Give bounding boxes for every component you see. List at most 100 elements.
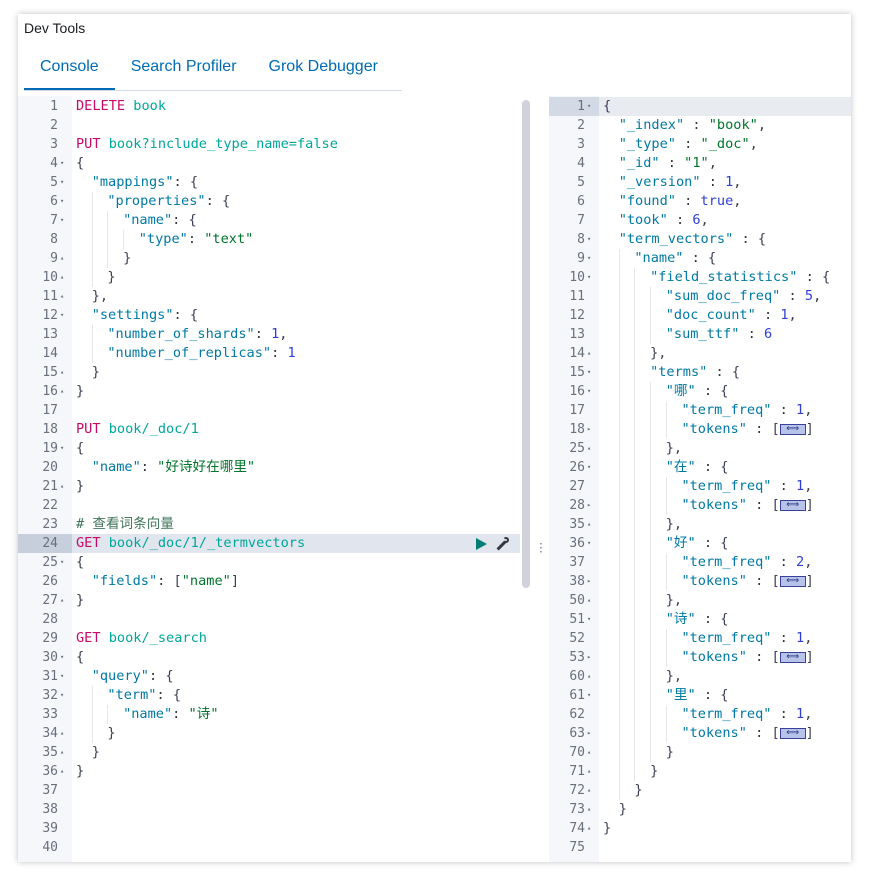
code-line[interactable]: 13"number_of_shards": 1, [18, 325, 520, 344]
code-line[interactable]: 2 [18, 116, 520, 135]
code-line[interactable]: 36▾"好" : { [549, 534, 851, 553]
code-line[interactable]: 37"term_freq" : 2, [549, 553, 851, 572]
code-line[interactable]: 35▴}, [549, 515, 851, 534]
collapsed-ellipsis-icon[interactable]: ⟺ [779, 576, 806, 587]
code-line[interactable]: 12"doc_count" : 1, [549, 306, 851, 325]
code-line[interactable]: 20"name": "好诗好在哪里" [18, 458, 520, 477]
code-line[interactable]: 34▴} [18, 724, 520, 743]
code-line[interactable]: 17"term_freq" : 1, [549, 401, 851, 420]
fold-toggle-icon[interactable]: ▾ [60, 653, 65, 661]
code-line[interactable]: 2"_index" : "book", [549, 116, 851, 135]
code-line[interactable]: 1▾{ [549, 97, 851, 116]
collapsed-ellipsis-icon[interactable]: ⟺ [779, 500, 806, 511]
code-line[interactable]: 18▸"tokens" : [⟺] [549, 420, 851, 439]
play-icon[interactable] [476, 537, 487, 550]
fold-toggle-icon[interactable]: ▾ [60, 444, 65, 452]
code-line[interactable]: 9▴} [18, 249, 520, 268]
fold-toggle-icon[interactable]: ▾ [587, 102, 592, 110]
code-line[interactable]: 70▴} [549, 743, 851, 762]
fold-toggle-icon[interactable]: ▴ [587, 349, 592, 357]
code-line[interactable]: 11"sum_doc_freq" : 5, [549, 287, 851, 306]
code-line[interactable]: 23# 查看词条向量 [18, 515, 520, 534]
code-line[interactable]: 10▾"field_statistics" : { [549, 268, 851, 287]
fold-toggle-icon[interactable]: ▾ [587, 273, 592, 281]
code-line[interactable]: 26▾"在" : { [549, 458, 851, 477]
code-line[interactable]: 14▴}, [549, 344, 851, 363]
fold-toggle-icon[interactable]: ▴ [60, 767, 65, 775]
code-line[interactable]: 5▾"mappings": { [18, 173, 520, 192]
code-line[interactable]: 72▴} [549, 781, 851, 800]
fold-toggle-icon[interactable]: ▴ [587, 672, 592, 680]
fold-toggle-icon[interactable]: ▴ [587, 805, 592, 813]
collapsed-ellipsis-icon[interactable]: ⟺ [779, 424, 806, 435]
fold-expand-icon[interactable]: ▸ [587, 653, 592, 661]
request-scrollbar-thumb[interactable] [522, 100, 530, 588]
fold-toggle-icon[interactable]: ▾ [60, 178, 65, 186]
code-line[interactable]: 21▴} [18, 477, 520, 496]
fold-toggle-icon[interactable]: ▾ [60, 159, 65, 167]
code-line[interactable]: 22 [18, 496, 520, 515]
code-line[interactable]: 51▾"诗" : { [549, 610, 851, 629]
fold-toggle-icon[interactable]: ▴ [60, 729, 65, 737]
code-line[interactable]: 4"_id" : "1", [549, 154, 851, 173]
fold-toggle-icon[interactable]: ▴ [587, 767, 592, 775]
code-line[interactable]: 9▾"name" : { [549, 249, 851, 268]
code-line[interactable]: 7"took" : 6, [549, 211, 851, 230]
code-line[interactable]: 35▴} [18, 743, 520, 762]
code-line[interactable]: 73▴} [549, 800, 851, 819]
code-line[interactable]: 30▾{ [18, 648, 520, 667]
code-line[interactable]: 15▾"terms" : { [549, 363, 851, 382]
code-line[interactable]: 27"term_freq" : 1, [549, 477, 851, 496]
code-line[interactable]: 52"term_freq" : 1, [549, 629, 851, 648]
code-line[interactable]: 11▴}, [18, 287, 520, 306]
fold-toggle-icon[interactable]: ▾ [587, 387, 592, 395]
code-line[interactable]: 62"term_freq" : 1, [549, 705, 851, 724]
fold-toggle-icon[interactable]: ▴ [587, 444, 592, 452]
fold-toggle-icon[interactable]: ▾ [587, 254, 592, 262]
fold-toggle-icon[interactable]: ▾ [587, 235, 592, 243]
code-line[interactable]: 31▾"query": { [18, 667, 520, 686]
fold-toggle-icon[interactable]: ▾ [587, 368, 592, 376]
fold-toggle-icon[interactable]: ▴ [60, 596, 65, 604]
pane-resizer[interactable]: ··· [534, 96, 549, 862]
code-line[interactable]: 14"number_of_replicas": 1 [18, 344, 520, 363]
code-line[interactable]: 74▴} [549, 819, 851, 838]
code-line[interactable]: 50▴}, [549, 591, 851, 610]
wrench-icon[interactable] [495, 536, 509, 551]
code-line[interactable]: 25▴}, [549, 439, 851, 458]
code-line[interactable]: 36▴} [18, 762, 520, 781]
code-line[interactable]: 10▴} [18, 268, 520, 287]
code-line[interactable]: 60▴}, [549, 667, 851, 686]
code-line[interactable]: 71▴} [549, 762, 851, 781]
tab-console[interactable]: Console [24, 54, 115, 90]
code-line[interactable]: 16▾"哪" : { [549, 382, 851, 401]
code-line[interactable]: 28 [18, 610, 520, 629]
code-line[interactable]: 16▴} [18, 382, 520, 401]
fold-toggle-icon[interactable]: ▴ [587, 824, 592, 832]
tab-grok-debugger[interactable]: Grok Debugger [268, 58, 378, 75]
fold-toggle-icon[interactable]: ▴ [60, 387, 65, 395]
fold-toggle-icon[interactable]: ▴ [587, 786, 592, 794]
fold-toggle-icon[interactable]: ▾ [587, 539, 592, 547]
fold-toggle-icon[interactable]: ▾ [60, 691, 65, 699]
code-line[interactable]: 4▾{ [18, 154, 520, 173]
fold-toggle-icon[interactable]: ▾ [587, 615, 592, 623]
code-line[interactable]: 25▾{ [18, 553, 520, 572]
code-line[interactable]: 63▸"tokens" : [⟺] [549, 724, 851, 743]
code-line[interactable]: 27▴} [18, 591, 520, 610]
fold-expand-icon[interactable]: ▸ [587, 425, 592, 433]
code-line[interactable]: 8▾"term_vectors" : { [549, 230, 851, 249]
collapsed-ellipsis-icon[interactable]: ⟺ [779, 652, 806, 663]
fold-toggle-icon[interactable]: ▴ [60, 368, 65, 376]
code-line[interactable]: 17 [18, 401, 520, 420]
code-line[interactable]: 6"found" : true, [549, 192, 851, 211]
code-line[interactable]: 32▾"term": { [18, 686, 520, 705]
code-line[interactable]: 15▴} [18, 363, 520, 382]
code-line[interactable]: 5"_version" : 1, [549, 173, 851, 192]
code-line[interactable]: 8"type": "text" [18, 230, 520, 249]
